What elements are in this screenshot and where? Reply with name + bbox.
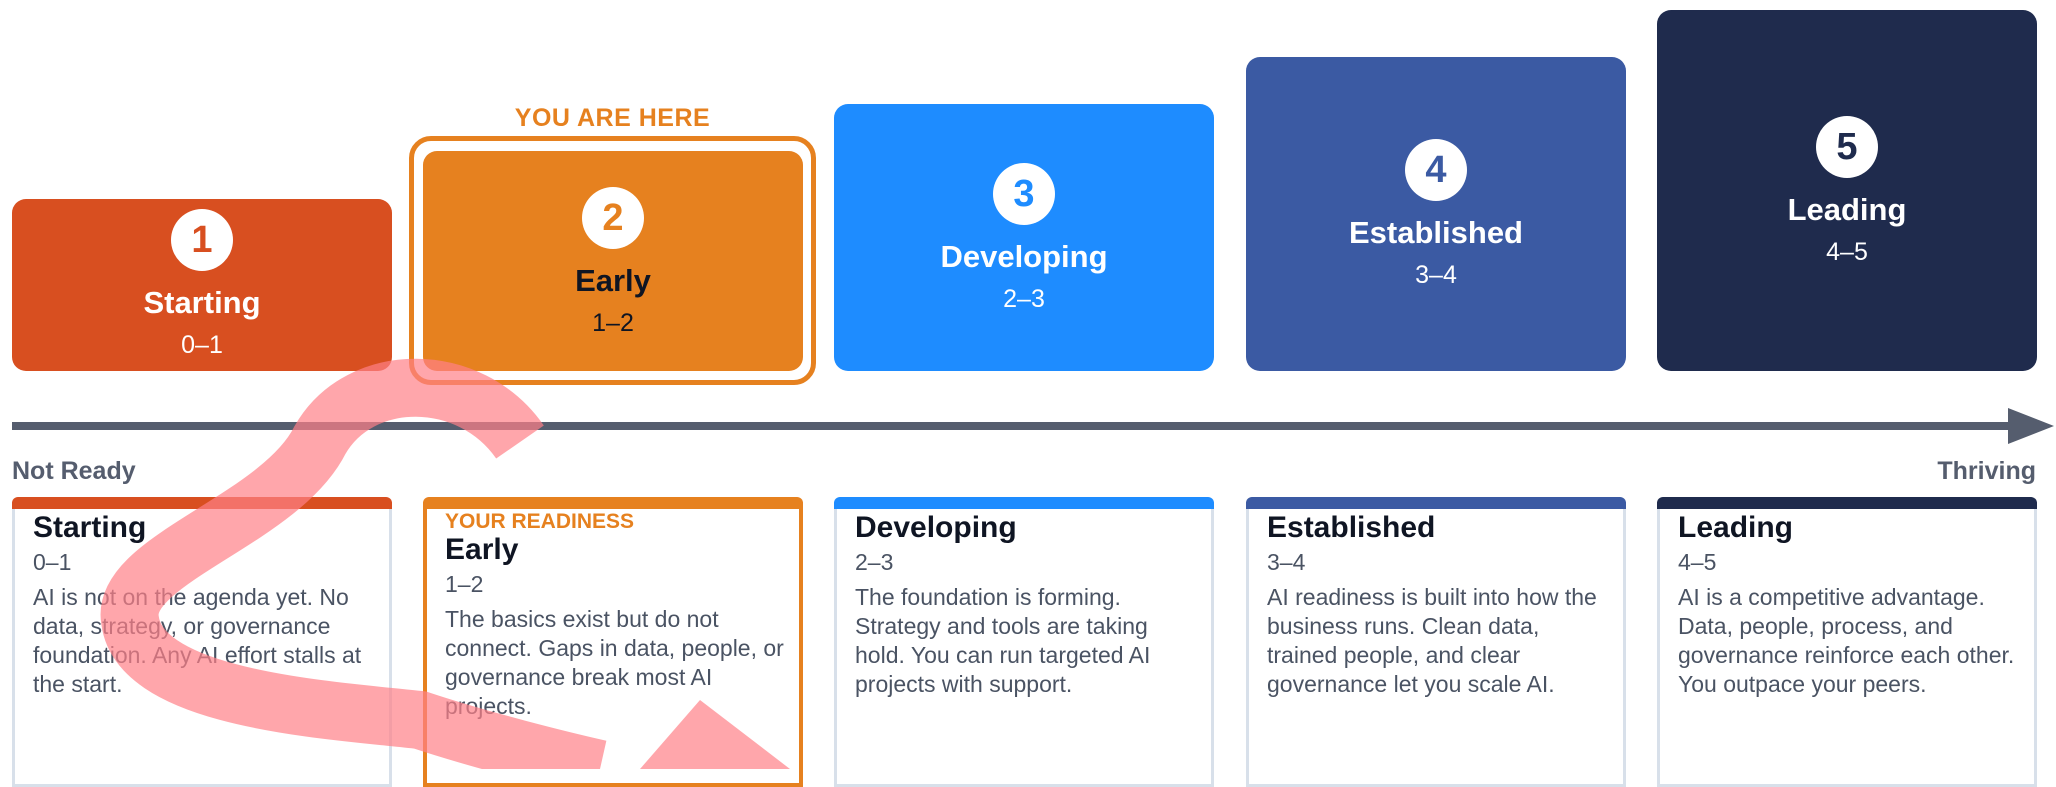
card-accent-bar [834, 497, 1214, 509]
axis-arrow-icon [2008, 408, 2054, 444]
stage-number-badge: 4 [1405, 139, 1467, 201]
card-range: 1–2 [445, 571, 484, 597]
card-accent-bar [1657, 497, 2037, 509]
card-description: AI is not on the agenda yet. No data, st… [33, 584, 362, 697]
stage-range: 2–3 [1003, 285, 1045, 313]
stage-name: Developing [940, 239, 1108, 274]
card-description: AI is a competitive advantage. Data, peo… [1678, 584, 2015, 697]
card-title: Developing [855, 511, 1017, 544]
axis-start-label: Not Ready [12, 457, 136, 485]
stage-range: 1–2 [592, 309, 634, 337]
card-range: 0–1 [33, 549, 72, 575]
card-range: 3–4 [1267, 549, 1306, 575]
stage-range: 0–1 [181, 331, 223, 359]
stage-number-badge: 2 [582, 187, 644, 249]
description-card-established: Established 3–4 AI readiness is built in… [1246, 497, 1626, 787]
stage-number-badge: 5 [1816, 116, 1878, 178]
card-title: Established [1267, 511, 1436, 544]
you-are-here-frame [409, 136, 816, 385]
stage-name: Starting [143, 285, 261, 320]
progress-axis-line [12, 422, 2022, 430]
stage-block-early: 2 Early 1–2 [423, 151, 803, 371]
card-title: Leading [1678, 511, 1794, 544]
card-accent-bar [423, 497, 803, 509]
description-card-early: YOUR READINESS Early 1–2 The basics exis… [423, 497, 803, 787]
card-description: The foundation is forming. Strategy and … [855, 584, 1151, 697]
stage-number-badge: 1 [171, 209, 233, 271]
stage-block-developing: 3 Developing 2–3 [834, 104, 1214, 371]
card-title: Starting [33, 511, 147, 544]
stage-block-starting: 1 Starting 0–1 [12, 199, 392, 371]
card-description: The basics exist but do not connect. Gap… [445, 606, 784, 719]
card-accent-bar [1246, 497, 1626, 509]
description-card-developing: Developing 2–3 The foundation is forming… [834, 497, 1214, 787]
description-card-starting: Starting 0–1 AI is not on the agenda yet… [12, 497, 392, 787]
card-range: 2–3 [855, 549, 894, 575]
stage-block-leading: 5 Leading 4–5 [1657, 10, 2037, 371]
your-readiness-tag: YOUR READINESS [445, 510, 635, 533]
stage-range: 4–5 [1826, 238, 1868, 266]
stage-block-established: 4 Established 3–4 [1246, 57, 1626, 371]
axis-end-label: Thriving [1937, 457, 2036, 485]
card-accent-bar [12, 497, 392, 509]
stage-name: Leading [1787, 192, 1907, 227]
stage-name: Early [575, 263, 651, 298]
card-description: AI readiness is built into how the busin… [1267, 584, 1597, 697]
card-range: 4–5 [1678, 549, 1717, 575]
you-are-here-label: YOU ARE HERE [514, 104, 711, 132]
stage-name: Established [1349, 215, 1523, 250]
card-title: Early [445, 533, 519, 566]
description-card-leading: Leading 4–5 AI is a competitive advantag… [1657, 497, 2037, 787]
stage-number-badge: 3 [993, 163, 1055, 225]
stage-range: 3–4 [1415, 261, 1457, 289]
